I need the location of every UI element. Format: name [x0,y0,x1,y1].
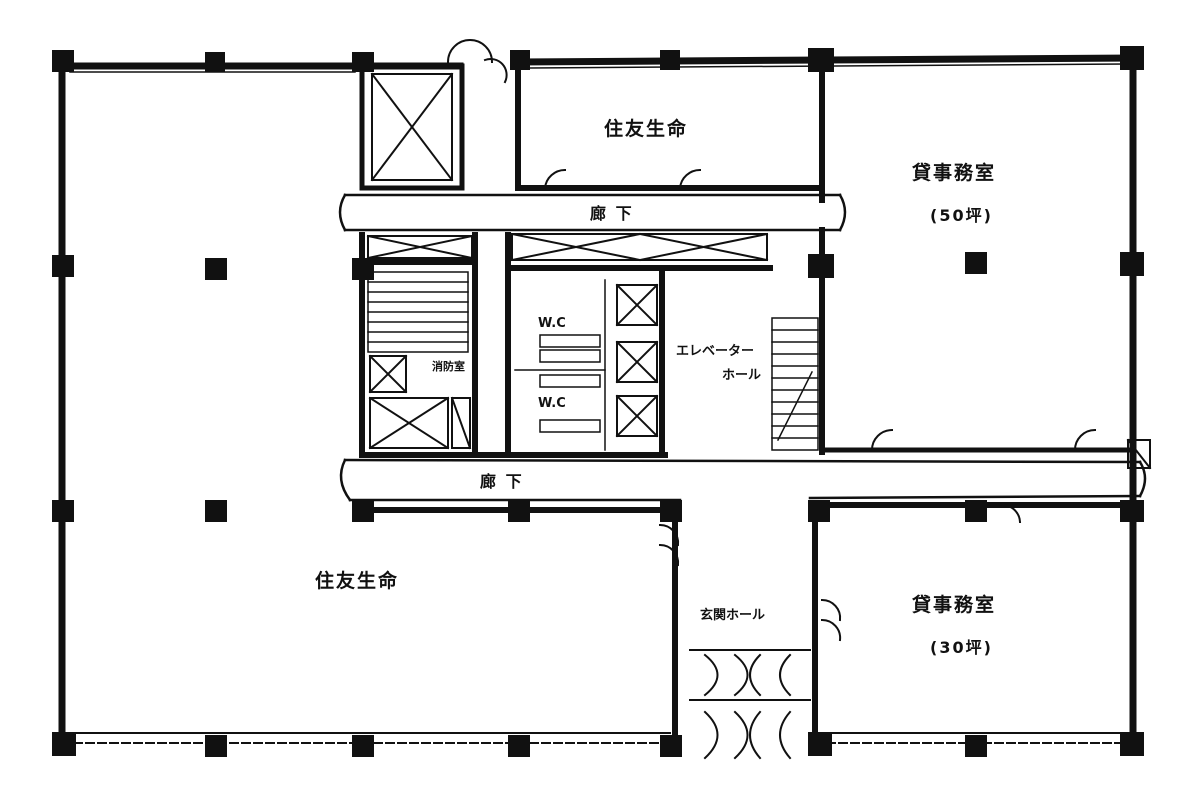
sumitomo-top-walls [515,59,825,203]
label-sumitomo-top: 住友生命 [604,118,689,140]
label-storage: 消防室 [432,360,465,373]
label-corridor-upper: 廊 下 [590,204,634,223]
lower-interior-walls [352,502,1136,748]
elevator-shaft-top [359,63,465,191]
wc-fixtures [514,279,606,451]
label-elevator-hall-1: エレベーター [676,344,755,359]
label-corridor-lower: 廊 下 [480,472,524,491]
stairs-right [771,317,819,451]
stairs-core [367,271,469,353]
corridor-lower-walls [339,458,1147,502]
bottom-window-lines [61,732,1134,744]
label-rental-office-small-area: (30坪) [930,638,993,657]
label-sumitomo-main: 住友生命 [315,570,400,592]
label-wc-lower: W.C [538,396,566,411]
label-wc-upper: W.C [538,316,566,331]
duct-boxes [366,232,769,262]
label-rental-office-small: 貸事務室 [912,594,997,616]
label-rental-office-large: 貸事務室 [912,162,997,184]
structural-columns [52,46,1144,757]
corridor-upper-walls [338,193,847,232]
label-elevator-hall-2: ホール [722,368,762,383]
exterior-walls [58,51,1137,749]
elevator-cars [615,283,659,438]
label-rental-office-large-area: (50坪) [930,206,993,225]
entrance-door-swing [446,39,508,84]
entrance-doors [689,649,811,760]
label-entrance-hall: 玄関ホール [700,608,766,623]
